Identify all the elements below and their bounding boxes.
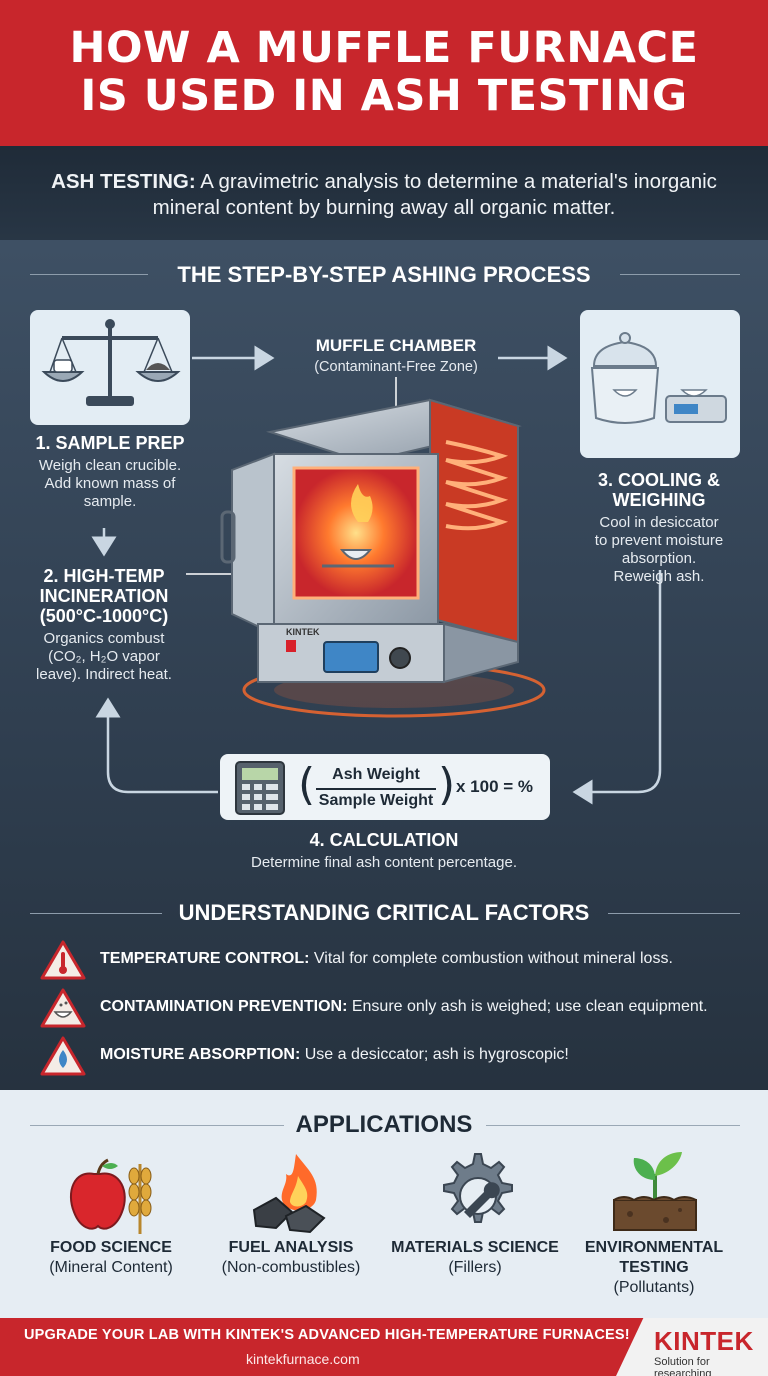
step1-desc: Weigh clean crucible. Add known mass of … bbox=[10, 457, 210, 511]
divider-right bbox=[620, 274, 740, 275]
apple-wheat-icon bbox=[69, 1158, 152, 1234]
divider-left bbox=[30, 913, 162, 914]
soil-sprout-icon bbox=[613, 1152, 697, 1231]
step1-desc-line: Weigh clean crucible. bbox=[38, 457, 182, 474]
app-subtitle: (Non-combustibles) bbox=[221, 1259, 361, 1276]
step2-desc-line: Organics combust bbox=[43, 630, 165, 647]
formula-fraction-bar bbox=[316, 788, 436, 790]
process-title: THE STEP-BY-STEP ASHING PROCESS bbox=[177, 262, 591, 287]
brand-logo: KINTEK bbox=[654, 1326, 754, 1356]
applications-title: APPLICATIONS bbox=[295, 1111, 473, 1138]
crucible-warning-icon bbox=[40, 988, 86, 1028]
app-title: FUEL ANALYSIS bbox=[228, 1239, 354, 1256]
definition-term: ASH TESTING: bbox=[51, 170, 196, 193]
applications-panel: APPLICATIONS FOOD SCIENCE (Mineral Conte… bbox=[0, 1090, 768, 1318]
factor-contamination: CONTAMINATION PREVENTION: Ensure only as… bbox=[40, 988, 740, 1028]
factor-temperature: TEMPERATURE CONTROL: Vital for complete … bbox=[40, 940, 740, 980]
app-food-science: FOOD SCIENCE (Mineral Content) bbox=[28, 1238, 194, 1278]
process-panel: THE STEP-BY-STEP ASHING PROCESS bbox=[0, 240, 768, 1090]
step2-title-line: (500°C-1000°C) bbox=[39, 606, 169, 626]
formula-paren-right: ) bbox=[438, 759, 456, 810]
definition-band: ASH TESTING: A gravimetric analysis to d… bbox=[0, 146, 768, 240]
step3-desc-line: absorption. bbox=[621, 550, 697, 567]
divider-right bbox=[486, 1125, 740, 1126]
factor-label: TEMPERATURE CONTROL: bbox=[100, 950, 310, 967]
step3-title-line: 3. COOLING & bbox=[597, 470, 720, 490]
page-title-line-1: HOW A MUFFLE FURNACE bbox=[69, 23, 699, 73]
formula-numerator: Ash Weight bbox=[332, 766, 420, 783]
balance-scale-icon bbox=[41, 319, 181, 406]
app-subtitle: (Mineral Content) bbox=[49, 1259, 173, 1276]
factor-label: MOISTURE ABSORPTION: bbox=[100, 1046, 301, 1063]
footer-banner: UPGRADE YOUR LAB WITH KINTEK'S ADVANCED … bbox=[0, 1318, 768, 1376]
definition-body: A gravimetric analysis to determine a ma… bbox=[152, 170, 717, 219]
step2-desc-line: leave). Indirect heat. bbox=[36, 666, 172, 683]
step3-desc-line: Cool in desiccator bbox=[599, 514, 719, 531]
step3-desc: Cool in desiccator to prevent moisture a… bbox=[566, 514, 752, 586]
divider-left bbox=[30, 274, 148, 275]
formula-denominator: Sample Weight bbox=[318, 792, 434, 809]
cooling-card bbox=[580, 310, 740, 458]
factor-contamination-text: CONTAMINATION PREVENTION: Ensure only as… bbox=[100, 998, 708, 1016]
page-title-line-2: IS USED IN ASH TESTING bbox=[80, 71, 688, 121]
definition-text: ASH TESTING: A gravimetric analysis to d… bbox=[0, 146, 768, 221]
gear-wrench-icon bbox=[443, 1153, 513, 1223]
factor-label: CONTAMINATION PREVENTION: bbox=[100, 998, 348, 1015]
factor-description: Ensure only ash is weighed; use clean eq… bbox=[347, 998, 708, 1015]
chamber-label: MUFFLE CHAMBER bbox=[315, 336, 477, 355]
footer-url-link[interactable]: kintekfurnace.com bbox=[246, 1351, 360, 1367]
step3-desc-line: to prevent moisture bbox=[594, 532, 724, 549]
step2-desc: Organics combust (CO₂, H₂O vapor leave).… bbox=[6, 630, 202, 684]
factor-temperature-text: TEMPERATURE CONTROL: Vital for complete … bbox=[100, 950, 673, 968]
muffle-furnace-icon: KINTEK bbox=[220, 398, 546, 718]
calculator-icon bbox=[235, 761, 285, 815]
droplet-warning-icon bbox=[40, 1036, 86, 1076]
app-fuel-analysis: FUEL ANALYSIS (Non-combustibles) bbox=[206, 1238, 376, 1278]
app-materials-science: MATERIALS SCIENCE (Fillers) bbox=[384, 1238, 566, 1278]
factors-title: UNDERSTANDING CRITICAL FACTORS bbox=[178, 900, 590, 925]
app-title: TESTING bbox=[619, 1259, 689, 1276]
thermometer-warning-icon bbox=[40, 940, 86, 980]
step3-desc-line: Reweigh ash. bbox=[613, 568, 705, 585]
step2-desc-line: (CO₂, H₂O vapor bbox=[48, 648, 160, 665]
app-title: ENVIRONMENTAL bbox=[584, 1239, 724, 1256]
step1-title: 1. SAMPLE PREP bbox=[35, 433, 185, 453]
step1-desc-line: Add known mass of bbox=[44, 475, 176, 492]
arrow-step3-to-calc bbox=[572, 570, 662, 805]
step3-title: 3. COOLING & WEIGHING bbox=[566, 470, 752, 510]
factor-description: Use a desiccator; ash is hygroscopic! bbox=[300, 1046, 569, 1063]
formula-paren-left: ( bbox=[298, 759, 316, 810]
step4-title: 4. CALCULATION bbox=[309, 830, 459, 850]
desiccator-scale-icon bbox=[590, 332, 727, 424]
factor-description: Vital for complete combustion without mi… bbox=[309, 950, 673, 967]
formula-suffix: x 100 = % bbox=[456, 777, 534, 796]
arrow-calc-to-step2 bbox=[95, 697, 218, 794]
step2-title: 2. HIGH-TEMP INCINERATION (500°C-1000°C) bbox=[6, 566, 202, 626]
divider-left bbox=[30, 1125, 284, 1126]
step2-title-line: INCINERATION bbox=[39, 586, 169, 606]
step1-desc-line: sample. bbox=[83, 493, 137, 510]
brand-logo-panel: KINTEK Solution for researching bbox=[616, 1318, 768, 1376]
app-subtitle: (Fillers) bbox=[448, 1259, 502, 1276]
brand-tagline: Solution for researching bbox=[654, 1356, 712, 1376]
formula-card: ( Ash Weight Sample Weight ) x 100 = % bbox=[220, 754, 550, 820]
app-title: FOOD SCIENCE bbox=[50, 1239, 172, 1256]
divider-right bbox=[608, 913, 740, 914]
app-title: MATERIALS SCIENCE bbox=[391, 1239, 559, 1256]
furnace-brand-label: KINTEK bbox=[286, 627, 320, 637]
sample-prep-card bbox=[30, 310, 190, 425]
app-environmental-testing: ENVIRONMENTAL TESTING (Pollutants) bbox=[570, 1238, 738, 1298]
chamber-sublabel: (Contaminant-Free Zone) bbox=[314, 359, 478, 375]
step2-title-line: 2. HIGH-TEMP bbox=[43, 566, 165, 586]
step4-desc: Determine final ash content percentage. bbox=[251, 854, 517, 871]
step3-title-line: WEIGHING bbox=[612, 490, 706, 510]
factor-moisture: MOISTURE ABSORPTION: Use a desiccator; a… bbox=[40, 1036, 740, 1076]
factor-moisture-text: MOISTURE ABSORPTION: Use a desiccator; a… bbox=[100, 1046, 569, 1064]
title-banner: HOW A MUFFLE FURNACE IS USED IN ASH TEST… bbox=[0, 0, 768, 146]
coal-fire-icon bbox=[252, 1154, 326, 1234]
app-subtitle: (Pollutants) bbox=[613, 1279, 695, 1296]
footer-cta[interactable]: UPGRADE YOUR LAB WITH KINTEK'S ADVANCED … bbox=[24, 1327, 630, 1343]
